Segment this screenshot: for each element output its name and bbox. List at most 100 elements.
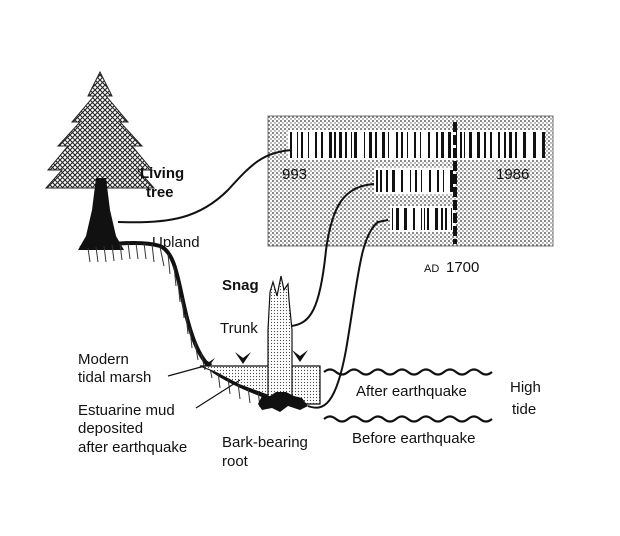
ring-strip-living-tree-bar xyxy=(401,132,403,158)
ring-strip-living-tree-bar xyxy=(369,132,372,158)
before-earthquake-label: Before earthquake xyxy=(352,430,475,447)
ring-strip-living-tree-bar xyxy=(441,132,444,158)
ring-strip-living-tree-bar xyxy=(308,132,309,158)
ring-strip-snag-trunk-bar xyxy=(450,170,453,192)
high-tide-label-1: High xyxy=(510,379,541,396)
snag xyxy=(258,275,308,412)
ring-strip-living-tree-bar xyxy=(484,132,486,158)
ring-strip-snag-trunk-bar xyxy=(386,170,388,192)
after-earthquake-tide-line xyxy=(323,368,493,376)
ring-strip-root-bar xyxy=(413,208,415,230)
ring-strip-living-tree-bar xyxy=(542,132,545,158)
ring-strip-snag-trunk-bar xyxy=(443,170,444,192)
ring-strip-living-tree-bar xyxy=(515,132,517,158)
tree-trunk xyxy=(78,178,124,250)
ring-strip-living-tree-bar xyxy=(469,132,472,158)
ring-strip-living-tree-bar xyxy=(351,132,352,158)
ring-strip-living-tree-bar xyxy=(297,132,298,158)
ring-strip-root-bar xyxy=(441,208,443,230)
ring-strip-root-bar xyxy=(445,208,447,230)
ring-strip-living-tree-bar xyxy=(329,132,332,158)
ring-strip-living-tree-bar xyxy=(533,132,536,158)
bark-root-label-1: Bark-bearing xyxy=(222,434,308,451)
tree-crown xyxy=(44,70,156,189)
ring-strip-living-tree-bar xyxy=(504,132,506,158)
estuarine-mud-label-2: deposited xyxy=(78,420,143,437)
ring-strip-snag-trunk-bar xyxy=(380,170,382,192)
ring-strip-snag-trunk-bar xyxy=(376,170,378,192)
ring-strip-root-bar xyxy=(392,208,393,230)
bark-bearing-root xyxy=(258,392,308,412)
ring-strip-living-tree-bar xyxy=(523,132,526,158)
ring-strip-snag-trunk-bar xyxy=(401,170,403,192)
ring-strip-living-tree-bar xyxy=(301,132,303,158)
upland-label: Upland xyxy=(152,234,200,251)
ring-strip-living-tree-bar xyxy=(375,132,377,158)
ring-strip-living-tree-bar xyxy=(477,132,480,158)
ring-strip-living-tree-bar xyxy=(396,132,398,158)
tide-lines xyxy=(323,368,493,423)
ring-strip-living-tree-bar xyxy=(448,132,451,158)
snag-trunk-connector xyxy=(290,183,375,327)
ring-strip-root-bar xyxy=(424,208,425,230)
ring-strip-root-background xyxy=(390,206,455,232)
modern-marsh-label-2: tidal marsh xyxy=(78,369,151,386)
living-tree-label-1: Living xyxy=(140,165,184,182)
ad-prefix: AD xyxy=(424,263,439,275)
trunk-label: Trunk xyxy=(220,320,258,337)
ring-strip-snag-trunk-bar xyxy=(429,170,431,192)
ring-strip-living-tree-bar xyxy=(334,132,336,158)
ring-strip-root-bar xyxy=(396,208,399,230)
living-tree xyxy=(44,70,156,250)
ring-strip-living-tree-bar xyxy=(364,132,365,158)
ring-strip-root-bar xyxy=(427,208,429,230)
marsh-plants xyxy=(203,350,308,366)
root-connector xyxy=(307,219,389,409)
ring-width-bars xyxy=(288,130,545,232)
ring-strip-root-bar xyxy=(451,208,452,230)
after-earthquake-label: After earthquake xyxy=(356,383,467,400)
tree-ring-panel xyxy=(267,115,554,247)
ring-strip-living-tree-bar xyxy=(388,132,389,158)
living-tree-connector xyxy=(117,149,293,224)
ring-strip-snag-trunk-bar xyxy=(415,170,417,192)
ring-strip-living-tree-bar xyxy=(321,132,323,158)
ring-strip-living-tree-bar xyxy=(407,132,408,158)
bark-root-label-2: root xyxy=(222,453,249,470)
ring-strip-snag-trunk-bar xyxy=(421,170,422,192)
ring-strip-living-tree-background xyxy=(288,130,545,160)
ring-strip-snag-trunk-bar xyxy=(437,170,439,192)
ring-strip-snag-trunk-bar xyxy=(392,170,395,192)
ring-strip-root-bar xyxy=(404,208,407,230)
snag-label: Snag xyxy=(222,277,259,294)
connector-lines xyxy=(117,149,389,409)
snag-trunk xyxy=(267,275,293,401)
ring-strip-living-tree-bar xyxy=(345,132,347,158)
ring-start-year: 993 xyxy=(282,166,307,183)
ring-strip-snag-trunk-bar xyxy=(410,170,411,192)
ring-strip-living-tree-bar xyxy=(509,132,512,158)
before-earthquake-tide-line xyxy=(323,415,493,423)
ring-strip-living-tree-bar xyxy=(428,132,430,158)
ring-strip-living-tree-bar xyxy=(490,132,492,158)
ring-strip-living-tree-bar xyxy=(464,132,465,158)
ring-strip-living-tree-bar xyxy=(315,132,317,158)
ring-strip-living-tree-bar xyxy=(436,132,438,158)
ring-strip-living-tree-bar xyxy=(290,132,292,158)
high-tide-label-2: tide xyxy=(512,401,536,418)
ring-strip-root-bar xyxy=(421,208,422,230)
ring-strip-living-tree-bar xyxy=(460,132,462,158)
ring-strip-living-tree-bar xyxy=(339,132,342,158)
ring-strip-living-tree-bar xyxy=(498,132,500,158)
ad-year: 1700 xyxy=(446,259,479,276)
ring-strip-root-bar xyxy=(435,208,438,230)
pointer-lines xyxy=(167,363,241,409)
living-tree-label-2: tree xyxy=(146,184,174,201)
modern-marsh-label-1: Modern xyxy=(78,351,129,368)
ring-strip-living-tree-bar xyxy=(354,132,357,158)
ring-end-year: 1986 xyxy=(496,166,529,183)
ring-strip-living-tree-bar xyxy=(414,132,416,158)
ring-strip-living-tree-bar xyxy=(420,132,421,158)
estuarine-mud-label-3: after earthquake xyxy=(78,439,187,456)
